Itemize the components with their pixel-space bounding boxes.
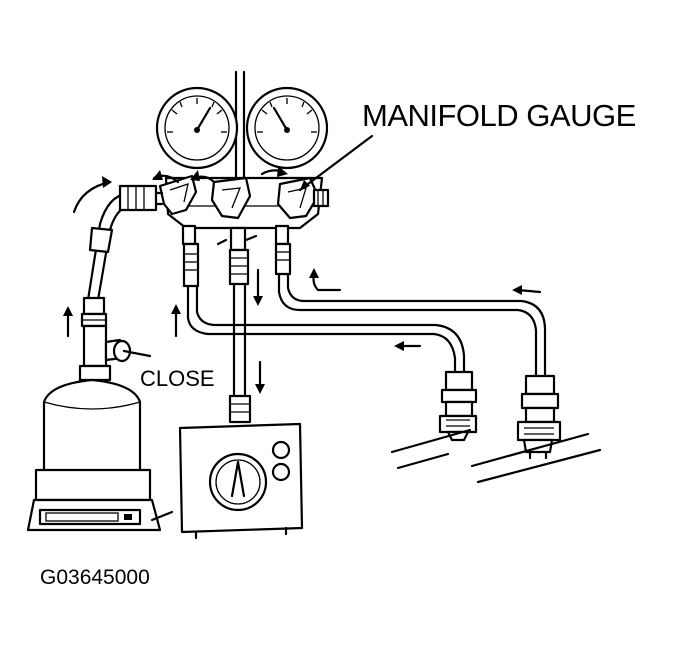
high-side-coupler [516, 374, 562, 460]
low-pressure-gauge [155, 86, 239, 170]
low-side-coupler [438, 370, 478, 442]
service-pipes [390, 428, 602, 484]
vacuum-pump [178, 422, 304, 540]
manifold-label-leader [298, 134, 374, 192]
low-side-hose [182, 242, 466, 374]
flow-arrows [63, 166, 542, 394]
tank-valve [78, 324, 152, 382]
manifold-gauge [155, 86, 330, 252]
high-pressure-gauge [245, 86, 329, 170]
charging-scale [26, 468, 174, 532]
high-side-hose [274, 242, 547, 378]
manifold-gauge-label: MANIFOLD GAUGE [362, 98, 636, 133]
hose-to-vacuum-pump [228, 248, 252, 424]
hose-to-refrigerant-tank [80, 184, 164, 328]
high-side-valve-knob [276, 176, 320, 220]
low-side-valve-knob [158, 174, 198, 216]
figure-id: G03645000 [40, 566, 150, 589]
close-label: CLOSE [140, 366, 215, 391]
